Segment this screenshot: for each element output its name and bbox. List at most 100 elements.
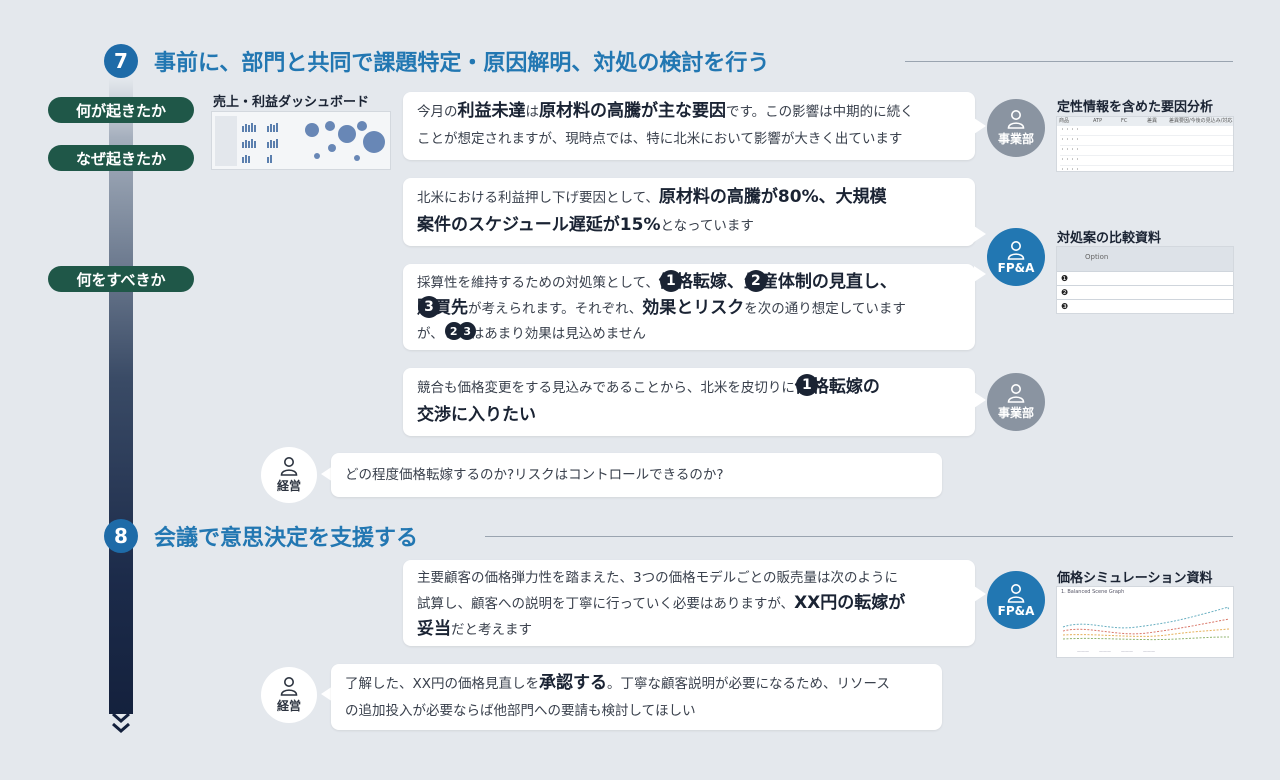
text-span: 試算し、顧客への説明を丁寧に行っていく必要はありますが、 [417,596,795,612]
table-row: ・・・・ [1060,136,1233,146]
comparison-title: 対処案の比較資料 [1057,231,1162,246]
number-3-badge: 3 [458,322,477,340]
message-line: 妥当だと考えます [417,617,961,643]
bubble-tail [321,686,333,702]
text-span: 競合も価格変更をする見込みであることから、北米を皮切りに [417,380,795,396]
section-8-title: 会議で意思決定を支援する [154,526,419,551]
number-1-badge: 1 [659,270,682,292]
chart-title: 1. Balanced Scene Graph [1061,589,1125,595]
message-line: 主要顧客の価格弾力性を踏まえた、3つの価格モデルごとの販売量は次のように [417,570,898,586]
bubble-tail [974,392,986,408]
text-span: だと考えます [451,622,532,638]
message-line: の追加投入が必要ならば他部門への要請も検討してほしい [345,703,696,719]
emphasis-text: 利益未達 [457,101,526,121]
table-row: ・・・・ [1060,126,1233,136]
person-icon [280,677,298,696]
message-line: ことが想定されますが、現時点では、特に北米において影響が大きく出ています [417,131,903,147]
timeline-label-why: なぜ起きたか [48,145,194,171]
text-span: となっています [660,218,754,234]
person-icon [1007,583,1025,603]
bubble-tail [974,266,986,282]
person-icon [1007,110,1025,129]
chevron-down-icon [112,712,130,723]
message-line: 交渉に入りたい [417,402,961,430]
message-bubble-exec-2: 了解した、XX円の価格見直しを承認する。丁寧な顧客説明が必要になるため、リソース… [331,664,942,730]
text-span: 今月の [417,104,458,120]
table-row: ❶ [1057,271,1233,285]
message-line: 今月の利益未達は原材料の高騰が主な要因です。この影響は中期的に続く [417,98,961,126]
emphasis-text: 生産体制の見直し、 [743,272,897,292]
legend-item: ——— [1099,649,1111,654]
text-span: 北米における利益押し下げ要因として、 [417,190,659,206]
text-span: が考えられます。それぞれ、 [468,301,643,317]
text-span: ではあまり効果は見込めません [457,326,646,342]
text-span: 。丁寧な顧客説明が必要になるため、リソース [607,676,890,692]
bubble-tail [974,586,986,602]
actor-exec-avatar: 経営 [261,667,317,723]
table-header: 差異要因/今後の見込み/対応 [1169,118,1233,124]
person-icon [1007,384,1025,403]
simulation-thumbnail[interactable]: 1. Balanced Scene Graph ——— ——— ——— ——— [1056,586,1234,658]
table-row: ・・・・ [1060,167,1081,172]
number-2-badge: 2 [744,270,767,292]
table-row: ・・・・ [1060,156,1233,166]
actor-exec-avatar: 経営 [261,447,317,503]
message-bubble-fpa-3: 主要顧客の価格弾力性を踏まえた、3つの価格モデルごとの販売量は次のように 試算し… [403,560,975,646]
comparison-thumbnail[interactable]: Option ❶ ❷ ❸ [1056,246,1234,314]
table-header: 差異 [1147,118,1158,124]
emphasis-text: 妥当 [417,619,451,639]
factor-analysis-title: 定性情報を含めた要因分析 [1057,100,1214,115]
table-row: ・・・・ [1060,146,1233,156]
section-7-title: 事前に、部門と共同で課題特定・原因解明、対処の検討を行う [154,51,770,76]
bubble-tail [321,466,333,482]
message-bubble-fpa-1: 北米における利益押し下げ要因として、原材料の高騰が80%、大規模 案件のスケジュ… [403,178,975,246]
emphasis-text: 案件のスケジュール遅延が15% [417,215,661,235]
table-header: 商品 [1059,118,1070,124]
number-3-badge: 3 [418,296,440,318]
timeline-label-action: 何をすべきか [48,266,194,292]
emphasis-text: 原材料の高騰が主な要因 [539,101,726,121]
emphasis-text: 承認する [539,673,607,693]
actor-label: 事業部 [997,132,1034,146]
section-8-divider [485,536,1233,537]
emphasis-text: XX円の転嫁が [794,593,906,613]
message-line: が、2と3ではあまり効果は見込めません [417,322,961,347]
actor-fpa-avatar: FP&A [987,571,1045,629]
table-header: Option [1057,247,1233,271]
step-8-badge: 8 [104,519,138,553]
actor-label: FP&A [997,603,1035,618]
message-line: 試算し、顧客への説明を丁寧に行っていく必要はありますが、XX円の転嫁が [417,591,961,617]
message-line: 案件のスケジュール遅延が15%となっています [417,212,961,240]
bubble-tail [974,226,986,242]
simulation-chart [1062,606,1230,641]
dashboard-thumbnail[interactable] [211,111,391,170]
step-7-badge: 7 [104,44,138,78]
person-icon [1007,240,1025,260]
table-header: FC [1121,118,1128,124]
actor-fpa-avatar: FP&A [987,228,1045,286]
message-line: 了解した、XX円の価格見直しを承認する。丁寧な顧客説明が必要になるため、リソース [345,670,928,698]
actor-business-avatar: 事業部 [987,99,1045,157]
text-span: は [525,104,540,120]
timeline-bar [109,78,133,714]
actor-label: 事業部 [997,406,1034,420]
table-row: ❷ [1057,285,1233,299]
actor-label: 経営 [276,479,301,493]
message-line: どの程度価格転嫁するのか?リスクはコントロールできるのか? [345,467,724,483]
factor-analysis-thumbnail[interactable]: 商品 ATP FC 差異 差異要因/今後の見込み/対応 ・・・・ ・・・・ ・・… [1056,116,1234,172]
text-span: です。この影響は中期的に続く [726,104,914,120]
legend-item: ——— [1077,649,1089,654]
chevron-down-icon [112,722,130,733]
section-7-divider [905,61,1233,62]
text-span: 了解した、XX円の価格見直しを [345,676,539,692]
legend-item: ——— [1143,649,1155,654]
text-span: を次の通り想定しています [744,301,906,317]
bubble-tail [974,118,986,134]
legend-item: ——— [1121,649,1133,654]
actor-label: 経営 [276,699,301,713]
actor-label: FP&A [997,260,1035,275]
